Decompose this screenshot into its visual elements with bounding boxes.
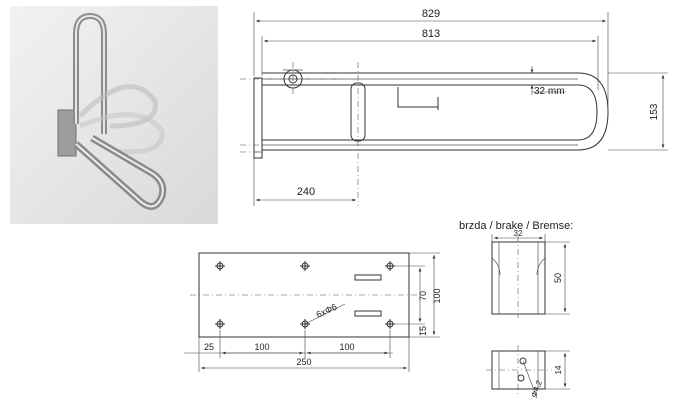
- brake-view: brzda / brake / Bremse: 32 50 Φ4,2 14: [459, 220, 573, 399]
- brake-width-label: 32: [514, 229, 523, 238]
- brake-height-label: 50: [553, 273, 563, 283]
- dim-height-label: 153: [649, 103, 660, 120]
- brake-side-label: 14: [554, 365, 563, 374]
- plate-height-label: 100: [432, 288, 442, 303]
- brake-title: brzda / brake / Bremse:: [459, 220, 573, 232]
- side-view: 829 813 32 mm 153 240: [240, 8, 668, 206]
- dim-total-label: 829: [422, 8, 440, 20]
- plate-spacing-1-label: 100: [254, 342, 269, 352]
- grab-bar-photo: [10, 6, 218, 224]
- plate-margin-label: 25: [204, 342, 214, 352]
- dim-offset-label: 240: [297, 186, 315, 198]
- plate-hole-label: 6xΦ6: [315, 302, 339, 320]
- plate-mid-label: 70: [418, 291, 428, 301]
- plate-edge-label: 15: [418, 326, 428, 336]
- plate-width-label: 250: [296, 357, 311, 367]
- plate-view: 6xΦ6 100 70 15 25 100 100 250: [184, 252, 442, 372]
- dim-tube-label: 32 mm: [534, 86, 565, 97]
- plate-spacing-2-label: 100: [339, 342, 354, 352]
- dim-inner-label: 813: [422, 28, 440, 40]
